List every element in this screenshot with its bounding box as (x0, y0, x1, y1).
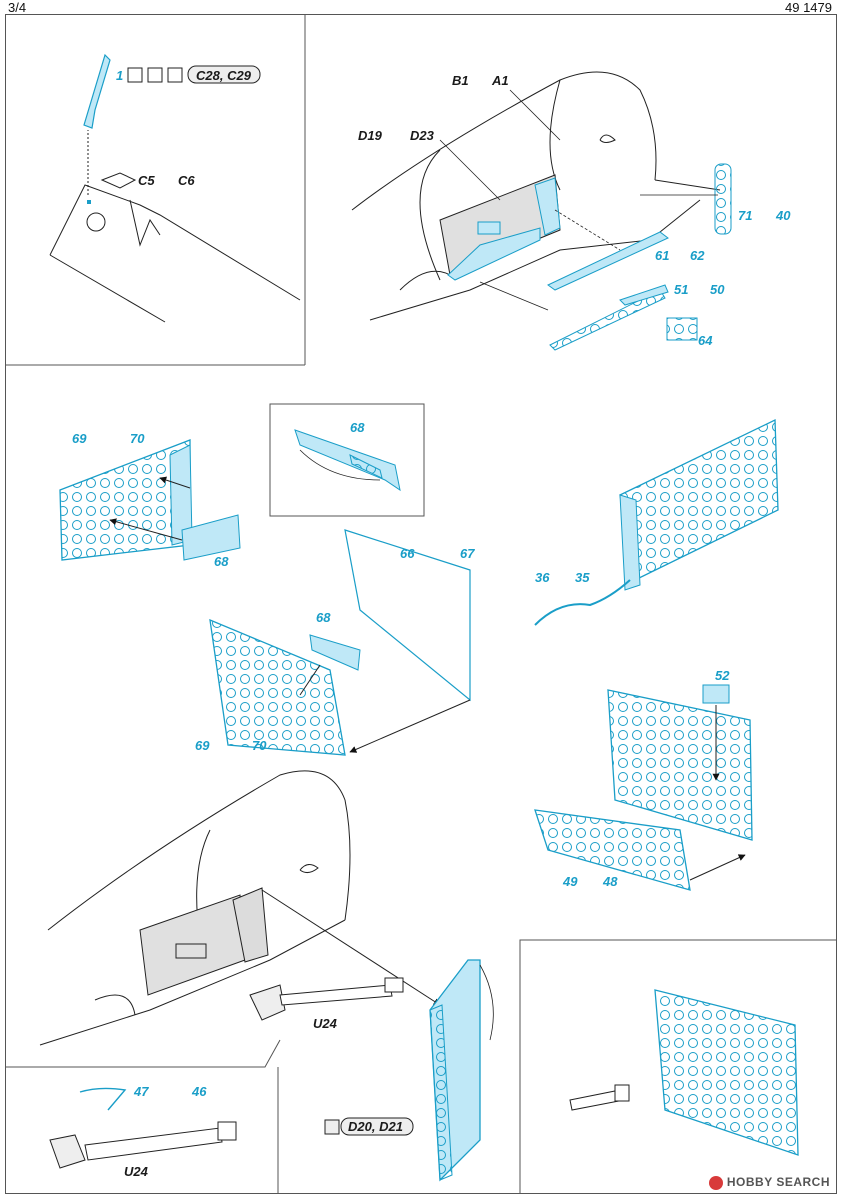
label-48: 48 (602, 874, 618, 889)
inset-68-part (294, 429, 401, 492)
label-c6: C6 (178, 173, 195, 188)
cockpit-detail-group (49, 130, 301, 323)
label-40: 40 (775, 208, 791, 223)
label-68b: 68 (350, 420, 365, 435)
label-36: 36 (535, 570, 550, 585)
upper-strip-parts (547, 163, 732, 351)
label-d23: D23 (410, 128, 435, 143)
label-68c: 68 (316, 610, 331, 625)
label-71: 71 (738, 208, 752, 223)
lower-right-inset (569, 989, 799, 1156)
logo-icon (708, 1176, 723, 1190)
fuselage-bottom (39, 770, 351, 1046)
kit-code: 49 1479 (785, 0, 832, 15)
callout-labels: 1 C28, C29 C5 C6 B1 A1 D19 D23 71 40 61 … (72, 65, 791, 1179)
label-61: 61 (655, 248, 669, 263)
label-35: 35 (575, 570, 590, 585)
label-64: 64 (698, 333, 713, 348)
label-70b: 70 (252, 738, 267, 753)
label-69a: 69 (72, 431, 87, 446)
label-a1: A1 (491, 73, 509, 88)
label-68a: 68 (214, 554, 229, 569)
fuselage-top (351, 71, 721, 321)
label-52: 52 (715, 668, 730, 683)
label-1: 1 (116, 68, 123, 83)
label-46: 46 (191, 1084, 207, 1099)
right-panel-middle (534, 684, 753, 891)
label-69b: 69 (195, 738, 210, 753)
lower-door-panel (429, 959, 494, 1182)
label-c28-c29: C28, C29 (196, 68, 252, 83)
label-u24b: U24 (124, 1164, 149, 1179)
label-d20-d21: D20, D21 (348, 1119, 403, 1134)
mid-main-panel (209, 529, 471, 756)
label-66: 66 (400, 546, 415, 561)
label-49: 49 (562, 874, 578, 889)
lower-left-inset (49, 1087, 237, 1169)
label-d19: D19 (358, 128, 383, 143)
label-50: 50 (710, 282, 725, 297)
upper-leader-lines (439, 89, 718, 311)
label-67: 67 (460, 546, 475, 561)
panel-dividers (5, 15, 837, 1193)
label-b1: B1 (452, 73, 469, 88)
label-c5: C5 (138, 173, 155, 188)
fuselage-top-bay (439, 174, 561, 281)
page-frame (5, 14, 837, 1194)
part-1-bracket (83, 53, 111, 129)
fuselage-bottom-bay (139, 887, 441, 1006)
right-panel-upper (534, 418, 779, 626)
hobby-search-watermark: HOBBY SEARCH (708, 1175, 830, 1190)
label-51: 51 (674, 282, 688, 297)
label-u24a: U24 (313, 1016, 338, 1031)
page-number: 3/4 (8, 0, 27, 15)
label-70a: 70 (130, 431, 145, 446)
label-62: 62 (690, 248, 705, 263)
label-47: 47 (133, 1084, 149, 1099)
mid-left-panel (59, 439, 241, 561)
u24-cylinder-main (249, 977, 404, 1021)
